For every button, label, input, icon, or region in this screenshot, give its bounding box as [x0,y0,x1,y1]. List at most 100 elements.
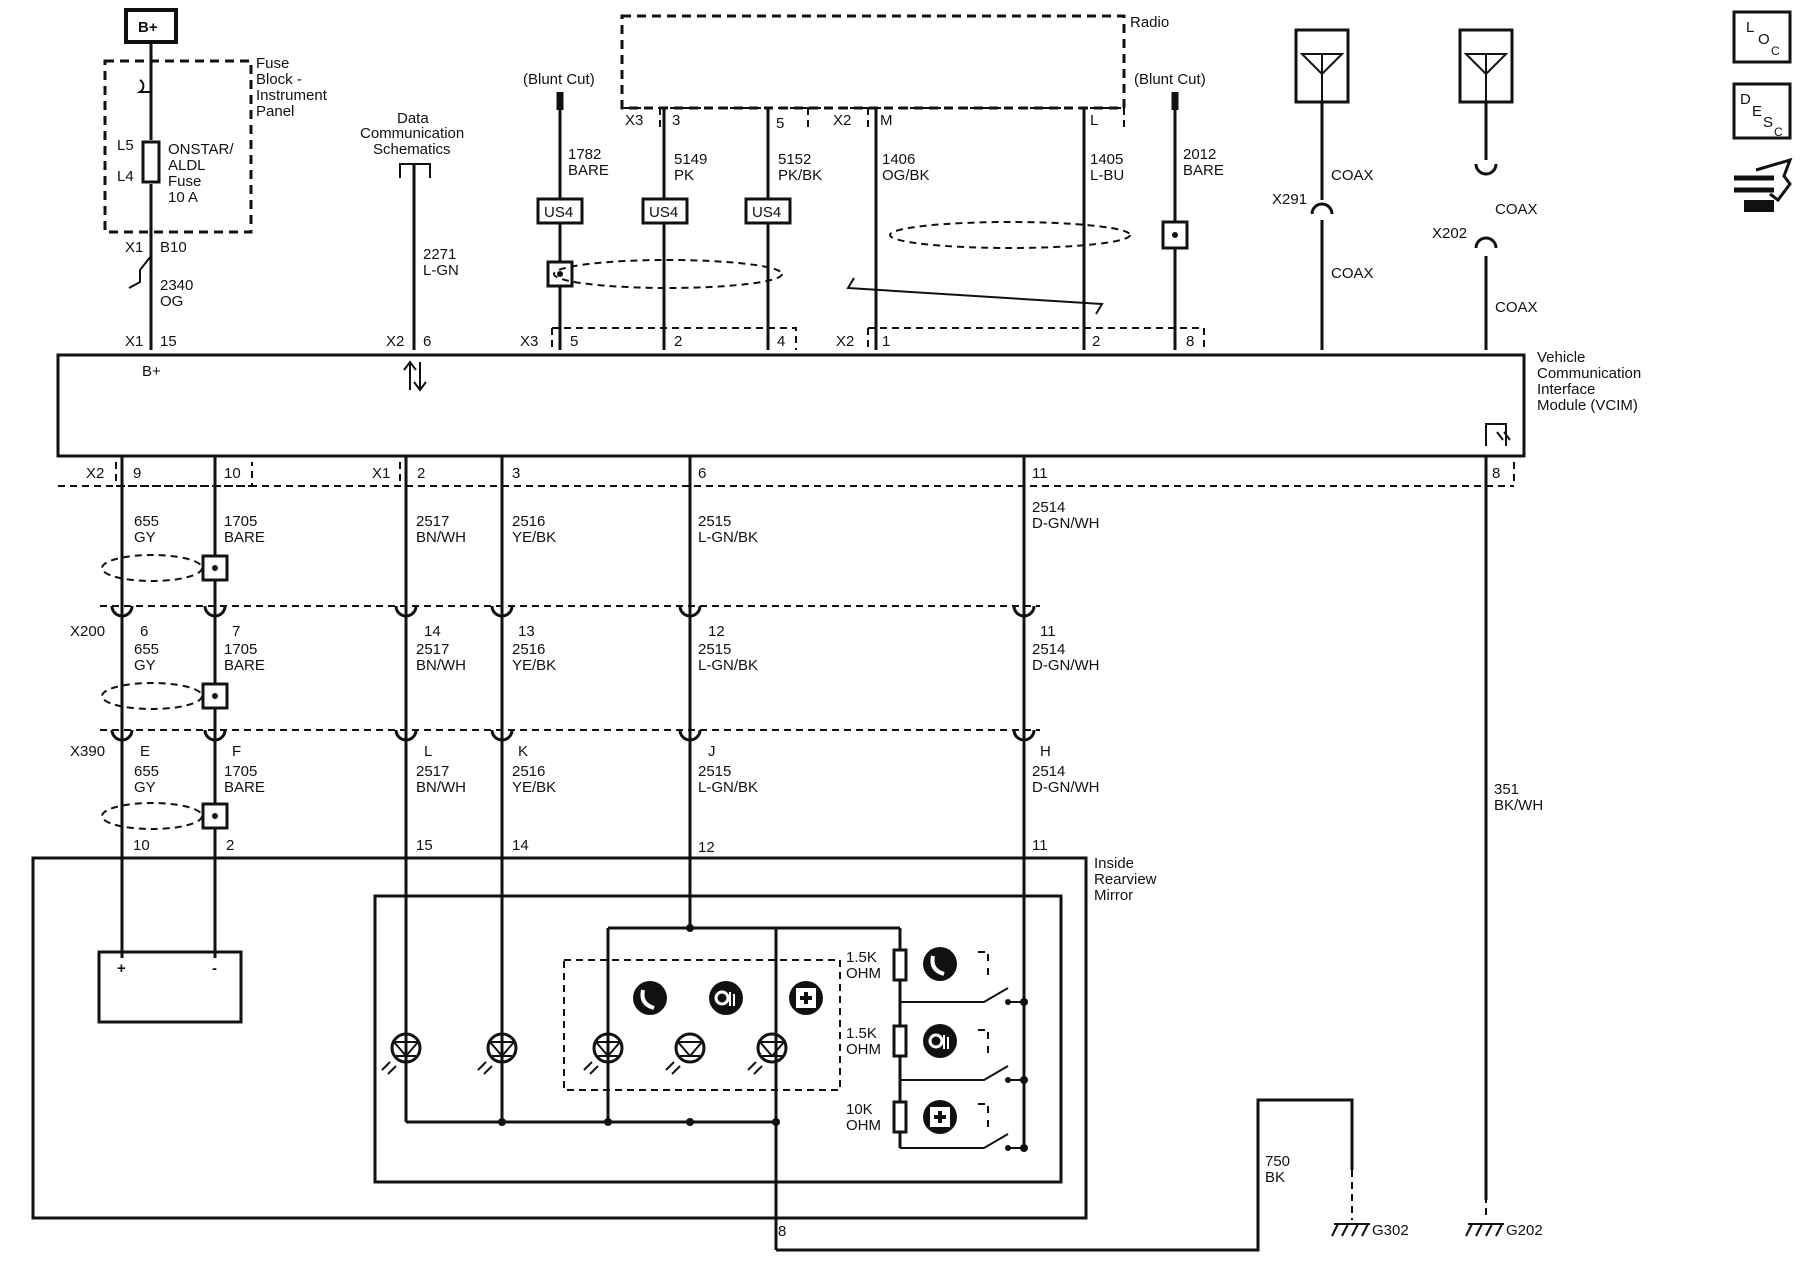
svg-text:US4: US4 [544,204,573,221]
svg-text:8: 8 [1492,465,1500,482]
shield-drain [201,682,229,710]
resistor-symbol [892,948,908,982]
svg-text:9: 9 [133,465,141,482]
svg-text:COAX: COAX [1331,265,1374,282]
svg-text:2516: 2516 [512,513,545,530]
svg-text:BN/WH: BN/WH [416,657,466,674]
svg-text:X1: X1 [125,239,143,256]
svg-text:D: D [1740,91,1751,108]
svg-text:11: 11 [1032,465,1048,482]
svg-text:OHM: OHM [846,965,881,982]
svg-text:YE/BK: YE/BK [512,779,556,796]
svg-text:15: 15 [416,837,433,854]
circuit-labels-vcim: 655 GY 1705 BARE 2517 BN/WH 2516 YE/BK 2… [134,499,1100,546]
svg-text:Schematics: Schematics [373,141,451,158]
svg-text:1405: 1405 [1090,151,1123,168]
battery-symbol: + - [97,950,243,1024]
svg-text:X3: X3 [520,333,538,350]
svg-text:1705: 1705 [224,513,257,530]
svg-text:L-GN/BK: L-GN/BK [698,657,758,674]
svg-text:6: 6 [423,333,431,350]
description-icon[interactable]: D E S C [1732,82,1792,140]
phone-button-icon [633,981,667,1015]
svg-text:5149: 5149 [674,151,707,168]
battery-power-label: B+ [124,8,178,44]
svg-text:750: 750 [1265,1153,1290,1170]
svg-text:L-GN/BK: L-GN/BK [698,529,758,546]
svg-text:B+: B+ [138,19,158,36]
svg-text:X202: X202 [1432,225,1467,242]
ground-g202-icon [1465,1223,1504,1237]
svg-text:X390: X390 [70,743,105,760]
inside-rearview-mirror [31,856,1088,1220]
bidirectional-data-icon [403,360,427,392]
svg-text:GY: GY [134,529,156,546]
connector-x390 [110,729,1036,742]
svg-text:BARE: BARE [224,779,265,796]
svg-text:E: E [1752,103,1762,120]
svg-text:2515: 2515 [698,763,731,780]
vcim-module [56,353,1526,458]
svg-text:6: 6 [140,623,148,640]
svg-text:D-GN/WH: D-GN/WH [1032,657,1100,674]
svg-text:1782: 1782 [568,146,601,163]
svg-text:YE/BK: YE/BK [512,657,556,674]
svg-text:G302: G302 [1372,1222,1409,1239]
svg-text:12: 12 [698,839,715,856]
svg-text:X2: X2 [836,333,854,350]
location-icon[interactable]: L O C [1732,10,1792,64]
svg-text:US4: US4 [649,204,678,221]
shield-drain [201,554,229,582]
svg-text:OG/BK: OG/BK [882,167,930,184]
svg-text:B+: B+ [142,363,161,380]
mirror-inner-module [373,894,1063,1184]
svg-text:Panel: Panel [256,103,294,120]
svg-text:ALDL: ALDL [168,157,206,174]
shield-drain [1161,220,1189,250]
svg-text:L: L [1746,19,1754,36]
svg-text:H: H [1040,743,1051,760]
svg-text:Module (VCIM): Module (VCIM) [1537,397,1638,414]
svg-text:S: S [1763,114,1773,131]
fuse-symbol [141,140,161,184]
svg-text:X1: X1 [125,333,143,350]
svg-text:6: 6 [698,465,706,482]
fuse-block-title: Fuse [256,55,289,72]
svg-text:BARE: BARE [568,162,609,179]
circuit-labels-x390: 655 GY 1705 BARE 2517 BN/WH 2516 YE/BK 2… [134,763,1100,796]
svg-text:COAX: COAX [1495,299,1538,316]
svg-text:G202: G202 [1506,1222,1543,1239]
svg-text:F: F [232,743,241,760]
svg-text:1406: 1406 [882,151,915,168]
svg-text:COAX: COAX [1495,201,1538,218]
svg-text:2: 2 [226,837,234,854]
svg-text:2517: 2517 [416,641,449,658]
svg-text:K: K [518,743,528,760]
svg-text:15: 15 [160,333,177,350]
circuit-labels-x200: 655 GY 1705 BARE 2517 BN/WH 2516 YE/BK 2… [134,641,1100,674]
svg-text:X1: X1 [372,465,390,482]
svg-text:OG: OG [160,293,183,310]
svg-text:D-GN/WH: D-GN/WH [1032,515,1100,532]
svg-text:L5: L5 [117,137,134,154]
connector-tool-icon[interactable] [1734,157,1793,212]
svg-text:655: 655 [134,513,159,530]
svg-text:2: 2 [417,465,425,482]
button-backlight-group [563,959,841,1091]
emergency-button-icon [789,981,823,1015]
svg-text:BK: BK [1265,1169,1285,1186]
blunt-cut-label: (Blunt Cut) [1134,71,1206,88]
svg-text:L4: L4 [117,168,134,185]
led-icon [477,1032,518,1075]
svg-text:3: 3 [672,112,680,129]
svg-text:2271: 2271 [423,246,456,263]
led-icon [381,1032,422,1075]
emergency-button-icon [923,1100,957,1134]
svg-text:L-GN: L-GN [423,262,459,279]
svg-text:BARE: BARE [224,657,265,674]
svg-text:L-BU: L-BU [1090,167,1124,184]
svg-text:BARE: BARE [224,529,265,546]
us4-splice: US4 [744,197,792,225]
svg-text:5152: 5152 [778,151,811,168]
svg-text:Interface: Interface [1537,381,1595,398]
